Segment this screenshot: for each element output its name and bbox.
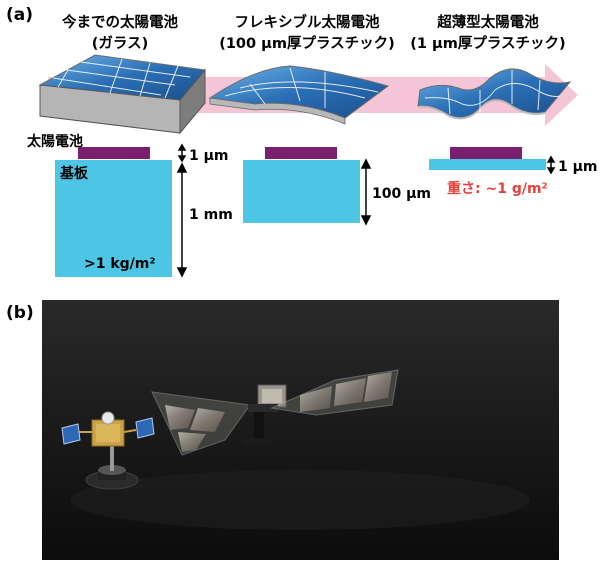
panel-a-label: (a): [6, 5, 33, 25]
substrate-flexible: [243, 160, 360, 223]
weight-thin-label: 重さ: ~1 g/m²: [447, 180, 548, 197]
substrate-glass: [55, 160, 172, 277]
ultrathin-solar-panel-illustration: [417, 68, 572, 120]
weight-glass-label: >1 kg/m²: [84, 256, 156, 272]
dimension-arrow-100um: [360, 158, 372, 226]
col3-title-line2: (1 µm厚プラスチック): [410, 35, 565, 52]
col1-title-line2: (ガラス): [92, 35, 148, 52]
col3-title-line1: 超薄型太陽電池: [436, 13, 539, 31]
col2-title-line1: フレキシブル太陽電池: [235, 13, 380, 31]
cell-layer-glass: [78, 147, 150, 159]
col1-title-line1: 今までの太陽電池: [61, 13, 178, 31]
dimension-arrow-1mm: [176, 162, 188, 278]
flexible-solar-panel-illustration: [208, 65, 390, 125]
substrate-label: 基板: [60, 165, 89, 182]
col2-title-line2: (100 µm厚プラスチック): [219, 35, 395, 52]
panel-b-label: (b): [6, 303, 34, 323]
cell-layer-ultrathin: [450, 147, 522, 159]
substrate-1mm-label: 1 mm: [189, 207, 233, 223]
solar-cell-label: 太陽電池: [27, 133, 83, 150]
cell-layer-flexible: [265, 147, 337, 159]
satellite-photo: [42, 300, 559, 560]
cell-thickness-label: 1 µm: [189, 148, 229, 164]
substrate-100um-label: 100 µm: [372, 186, 431, 202]
dimension-arrow-1um: [177, 143, 187, 163]
dimension-arrow-ultrathin-1um: [546, 155, 556, 175]
substrate-ultrathin: [429, 159, 546, 170]
glass-solar-panel-illustration: [38, 54, 206, 135]
substrate-1um-label: 1 µm: [558, 159, 598, 175]
